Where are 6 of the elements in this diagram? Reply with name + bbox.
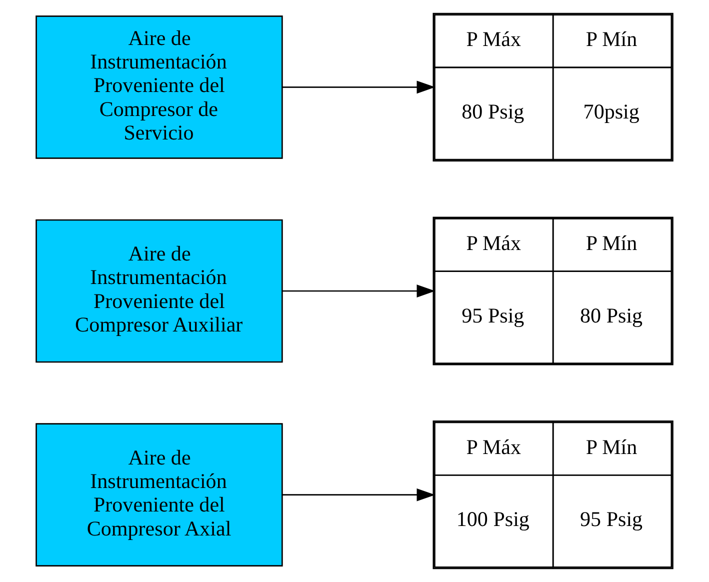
node-box: Aire de Instrumentación Proveniente del Compresor Auxiliar (36, 219, 283, 363)
arrow (282, 284, 436, 298)
node-box: Aire de Instrumentación Proveniente del Compresor de Servicio (36, 16, 283, 159)
arrow (282, 488, 436, 502)
arrow (282, 80, 436, 94)
node-box: Aire de Instrumentación Proveniente del Compresor Axial (36, 423, 283, 566)
